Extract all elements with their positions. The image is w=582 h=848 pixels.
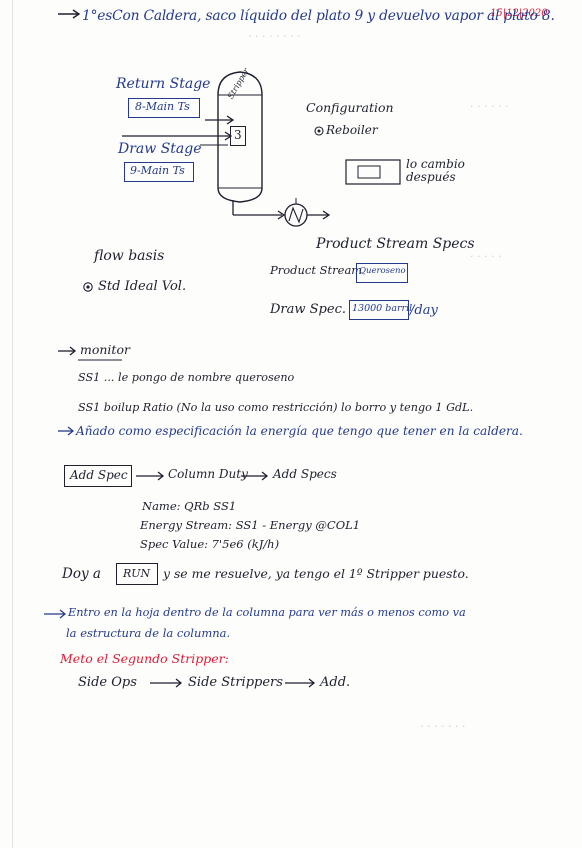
flow-basis-label: flow basis xyxy=(94,248,165,264)
second-stripper-heading: Meto el Segundo Stripper: xyxy=(60,651,229,666)
product-stream-value: Queroseno xyxy=(359,266,406,276)
draw-spec-field[interactable]: 13000 barril xyxy=(349,300,413,320)
product-stream-label: Product Stream xyxy=(270,263,363,277)
change-later-note: lo cambio después xyxy=(406,157,465,184)
monitor-heading: monitor xyxy=(80,342,130,357)
add-spec-button[interactable]: Add Spec xyxy=(64,465,132,487)
date: 15|12|2020 xyxy=(490,8,548,19)
draw-spec-value: 13000 barril xyxy=(352,303,413,314)
draw-spec-label: Draw Spec. xyxy=(270,302,346,317)
run-button[interactable]: RUN xyxy=(116,563,158,585)
configuration-label: Configuration xyxy=(306,100,394,115)
column-number-box: 3 xyxy=(230,126,246,146)
column-duty-label: Column Duty xyxy=(168,467,248,481)
side-strippers-label: Side Strippers xyxy=(188,675,283,690)
run-suffix: y se me resuelve, ya tengo el 1º Strippe… xyxy=(163,566,469,581)
run-prefix: Doy a xyxy=(62,566,101,582)
product-stream-field[interactable]: Queroseno xyxy=(356,263,408,283)
draw-stage-label: Draw Stage xyxy=(118,141,202,157)
bleed-through: · · · · · xyxy=(470,250,502,263)
std-ideal-vol-option[interactable]: Std Ideal Vol. xyxy=(98,279,187,294)
enter-sheet-note-2: la estructura de la columna. xyxy=(66,626,231,640)
draw-stage-value: 9-Main Ts xyxy=(130,164,185,177)
spec-energy-stream: Energy Stream: SS1 - Energy @COL1 xyxy=(140,518,361,532)
return-stage-field[interactable]: 8-Main Ts xyxy=(128,98,200,118)
energy-spec-note: Añado como especificación la energía que… xyxy=(76,424,523,438)
side-ops-label: Side Ops xyxy=(78,675,137,690)
draw-stage-field[interactable]: 9-Main Ts xyxy=(124,162,194,182)
spec-name: Name: QRb SS1 xyxy=(142,499,237,513)
ss1-rename-note: SS1 ... le pongo de nombre queroseno xyxy=(78,371,295,384)
spec-value: Spec Value: 7'5e6 (kJ/h) xyxy=(140,537,280,551)
ss1-boilup-note: SS1 boilup Ratio (No la uso como restric… xyxy=(78,401,474,414)
return-stage-label: Return Stage xyxy=(116,76,211,92)
enter-sheet-note: Entro en la hoja dentro de la columna pa… xyxy=(68,606,466,619)
draw-spec-unit: /day xyxy=(410,303,438,318)
intro-note: 1°esCon Caldera, saco líquido del plato … xyxy=(82,8,555,24)
bleed-through: · · · · · · xyxy=(470,100,509,113)
add-label: Add. xyxy=(320,675,351,690)
bleed-through: · · · · · · · xyxy=(420,720,466,733)
run-label: RUN xyxy=(123,567,151,580)
return-stage-value: 8-Main Ts xyxy=(135,100,190,113)
reboiler-option[interactable]: Reboiler xyxy=(326,123,378,137)
column-number: 3 xyxy=(234,128,242,142)
bleed-through: · · · · · · · · xyxy=(248,30,301,43)
add-spec-label: Add Spec xyxy=(70,468,128,482)
margin-line xyxy=(12,0,13,848)
product-stream-specs-heading: Product Stream Specs xyxy=(316,236,475,252)
add-specs-label: Add Specs xyxy=(273,467,337,481)
